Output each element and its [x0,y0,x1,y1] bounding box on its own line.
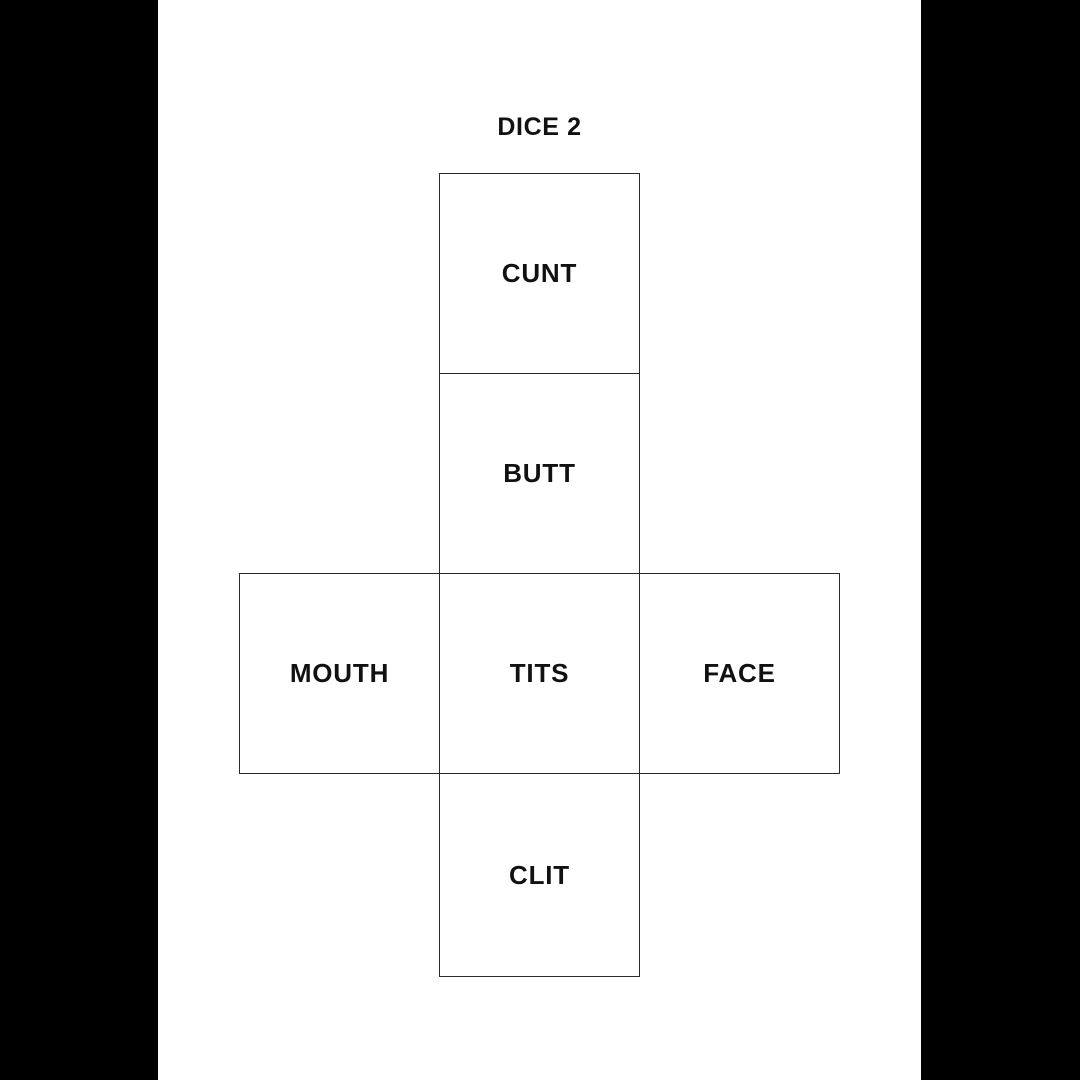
net-face-tits[interactable]: TITS [439,573,640,774]
net-face-label: CUNT [501,258,578,288]
net-face-label: CLIT [509,859,570,890]
net-face-face[interactable]: FACE [639,573,840,774]
net-face-cunt[interactable]: CUNT [439,173,640,374]
paper-page: DICE 2 CUNT BUTT MOUTH TITS FACE CLIT [158,0,921,1080]
cube-net: CUNT BUTT MOUTH TITS FACE CLIT [239,173,840,977]
net-face-label: MOUTH [289,658,390,688]
page-title: DICE 2 [497,113,582,141]
net-face-label: FACE [703,658,776,688]
net-face-label: BUTT [503,458,576,488]
net-face-mouth[interactable]: MOUTH [239,573,440,774]
net-face-clit[interactable]: CLIT [439,773,640,977]
net-face-label: TITS [509,658,570,688]
net-face-butt[interactable]: BUTT [439,373,640,574]
